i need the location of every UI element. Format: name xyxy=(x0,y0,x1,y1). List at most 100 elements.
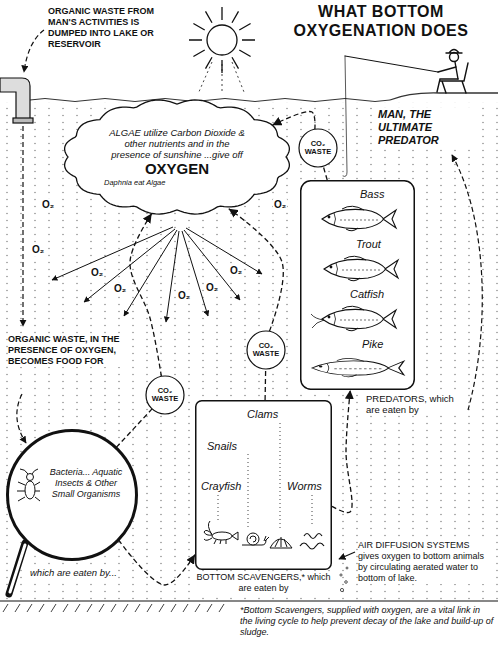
node-text: Catfish xyxy=(350,288,384,301)
co2-circle: CO₂ WASTE xyxy=(145,375,185,415)
node-content: CO₂ WASTE xyxy=(303,140,333,157)
circle-outline xyxy=(299,129,337,167)
node-text: CO₂ WASTE xyxy=(150,387,180,404)
node-content: ALGAE utilize Carbon Dioxide & other nut… xyxy=(104,127,250,187)
panel-outline xyxy=(300,180,415,390)
sun xyxy=(189,7,255,94)
node-text: Bass xyxy=(360,188,384,201)
air-bubbles xyxy=(340,567,348,592)
snail-drawing xyxy=(247,533,259,545)
fisherman-figure xyxy=(455,62,458,79)
air-bubbles xyxy=(340,574,342,576)
callout-text: AIR DIFFUSION SYSTEMS gives oxygen to bo… xyxy=(358,540,492,584)
fisherman-figure xyxy=(446,50,462,54)
food-chain-arrow xyxy=(272,111,315,129)
circle-outline xyxy=(146,376,184,414)
fisherman-figure xyxy=(450,53,459,62)
oxygen-label: O₂ xyxy=(229,265,243,277)
flow-arrow xyxy=(339,552,355,559)
panel-ground xyxy=(300,180,415,390)
fisherman-figure xyxy=(440,63,468,93)
algae-cloud: ALGAE utilize Carbon Dioxide & other nut… xyxy=(62,98,292,216)
co2-circle: CO₂ WASTE xyxy=(298,128,338,168)
panel-ground xyxy=(195,400,332,570)
panel-outline xyxy=(301,181,415,390)
oxygen-ray xyxy=(52,227,173,280)
snail-drawing xyxy=(264,536,269,541)
food-chain-arrow xyxy=(119,540,195,585)
air-bubbles xyxy=(340,588,343,591)
node-text: Pike xyxy=(362,338,383,351)
food-chain-arrow xyxy=(116,409,152,447)
node-text: OXYGEN xyxy=(104,160,250,178)
sun xyxy=(198,62,244,94)
node-text: Snails xyxy=(207,440,237,453)
oxygen-label: O₂ xyxy=(31,244,45,256)
bug-drawing xyxy=(25,481,35,499)
clam-drawing xyxy=(275,537,287,547)
lens-outline xyxy=(8,431,137,560)
clam-drawing xyxy=(270,537,292,548)
crayfish-drawing xyxy=(208,521,226,544)
node-text: which are eaten by... xyxy=(30,566,117,579)
food-chain-arrow xyxy=(323,166,327,180)
fisherman-figure xyxy=(345,56,438,72)
callout-text: MAN, THE ULTIMATE PREDATOR xyxy=(378,108,478,147)
flow-arrow xyxy=(24,30,44,72)
magnifier-handle xyxy=(9,543,25,594)
air-bubbles xyxy=(345,581,348,584)
panel-ground xyxy=(7,430,137,560)
node-text: Trout xyxy=(356,238,381,251)
oxygen-ray xyxy=(186,228,262,274)
oxygen-label: O₂ xyxy=(177,290,191,302)
node-text: CO₂ WASTE xyxy=(303,140,333,157)
lake-surface xyxy=(390,93,498,100)
creature-string xyxy=(248,454,249,528)
panel-outline xyxy=(196,401,332,570)
food-chain-arrow xyxy=(264,369,266,400)
scavenger-panel: ClamsSnailsCrayfishWormsBOTTOM SCAVENGER… xyxy=(195,400,332,598)
creature-string xyxy=(312,495,313,527)
sun xyxy=(207,25,237,55)
lake-bottom xyxy=(3,604,224,612)
creature-string xyxy=(280,423,281,531)
waste-pipe xyxy=(0,78,30,120)
oxygen-ray xyxy=(52,227,262,322)
flow-arrow xyxy=(17,394,26,443)
node-text: CO₂ WASTE xyxy=(251,342,281,359)
waste-pipe xyxy=(0,78,33,123)
snail-drawing xyxy=(250,536,256,542)
predator-panel: BassTroutCatfishPikePREDATORS, which are… xyxy=(300,180,472,426)
fisherman-figure xyxy=(438,67,456,72)
callout-text: ORGANIC WASTE FROM MAN'S ACTIVITIES IS D… xyxy=(48,6,168,50)
oxygen-label: O₂ xyxy=(41,199,55,211)
diagram-title: WHAT BOTTOM OXYGENATION DOES xyxy=(268,2,494,40)
node-text: BOTTOM SCAVENGERS,* which are eaten by xyxy=(195,572,332,594)
sun xyxy=(189,7,255,73)
callout-text: ORGANIC WASTE, IN THE PRESENCE OF OXYGEN… xyxy=(8,334,120,367)
node-text: Bacteria... Aquatic Insects & Other Smal… xyxy=(44,467,128,500)
fish-drawing xyxy=(311,314,324,328)
fish-drawing xyxy=(311,206,404,377)
worm-drawing xyxy=(300,543,324,549)
worm-drawing xyxy=(304,534,322,539)
flow-arrow xyxy=(17,30,482,559)
node-text: Clams xyxy=(247,408,278,421)
bug-drawing xyxy=(17,469,40,501)
fish-drawing xyxy=(312,358,404,376)
footnote: *Bottom Scavengers, supplied with oxygen… xyxy=(240,605,494,638)
lake-bottom xyxy=(0,600,498,601)
node-text: Daphnia eat Algae xyxy=(104,178,250,187)
circle-outline xyxy=(247,331,285,369)
lake-surface xyxy=(30,99,390,102)
snail-drawing xyxy=(242,533,269,545)
air-bubbles xyxy=(346,567,348,569)
lake-surface xyxy=(30,93,498,102)
node-content: CO₂ WASTE xyxy=(251,342,281,359)
crayfish-drawing xyxy=(232,532,238,540)
fish-drawing xyxy=(322,306,396,331)
oxygen-label: O₂ xyxy=(205,282,219,294)
bug-drawing xyxy=(17,469,40,501)
node-text: Worms xyxy=(287,480,322,493)
